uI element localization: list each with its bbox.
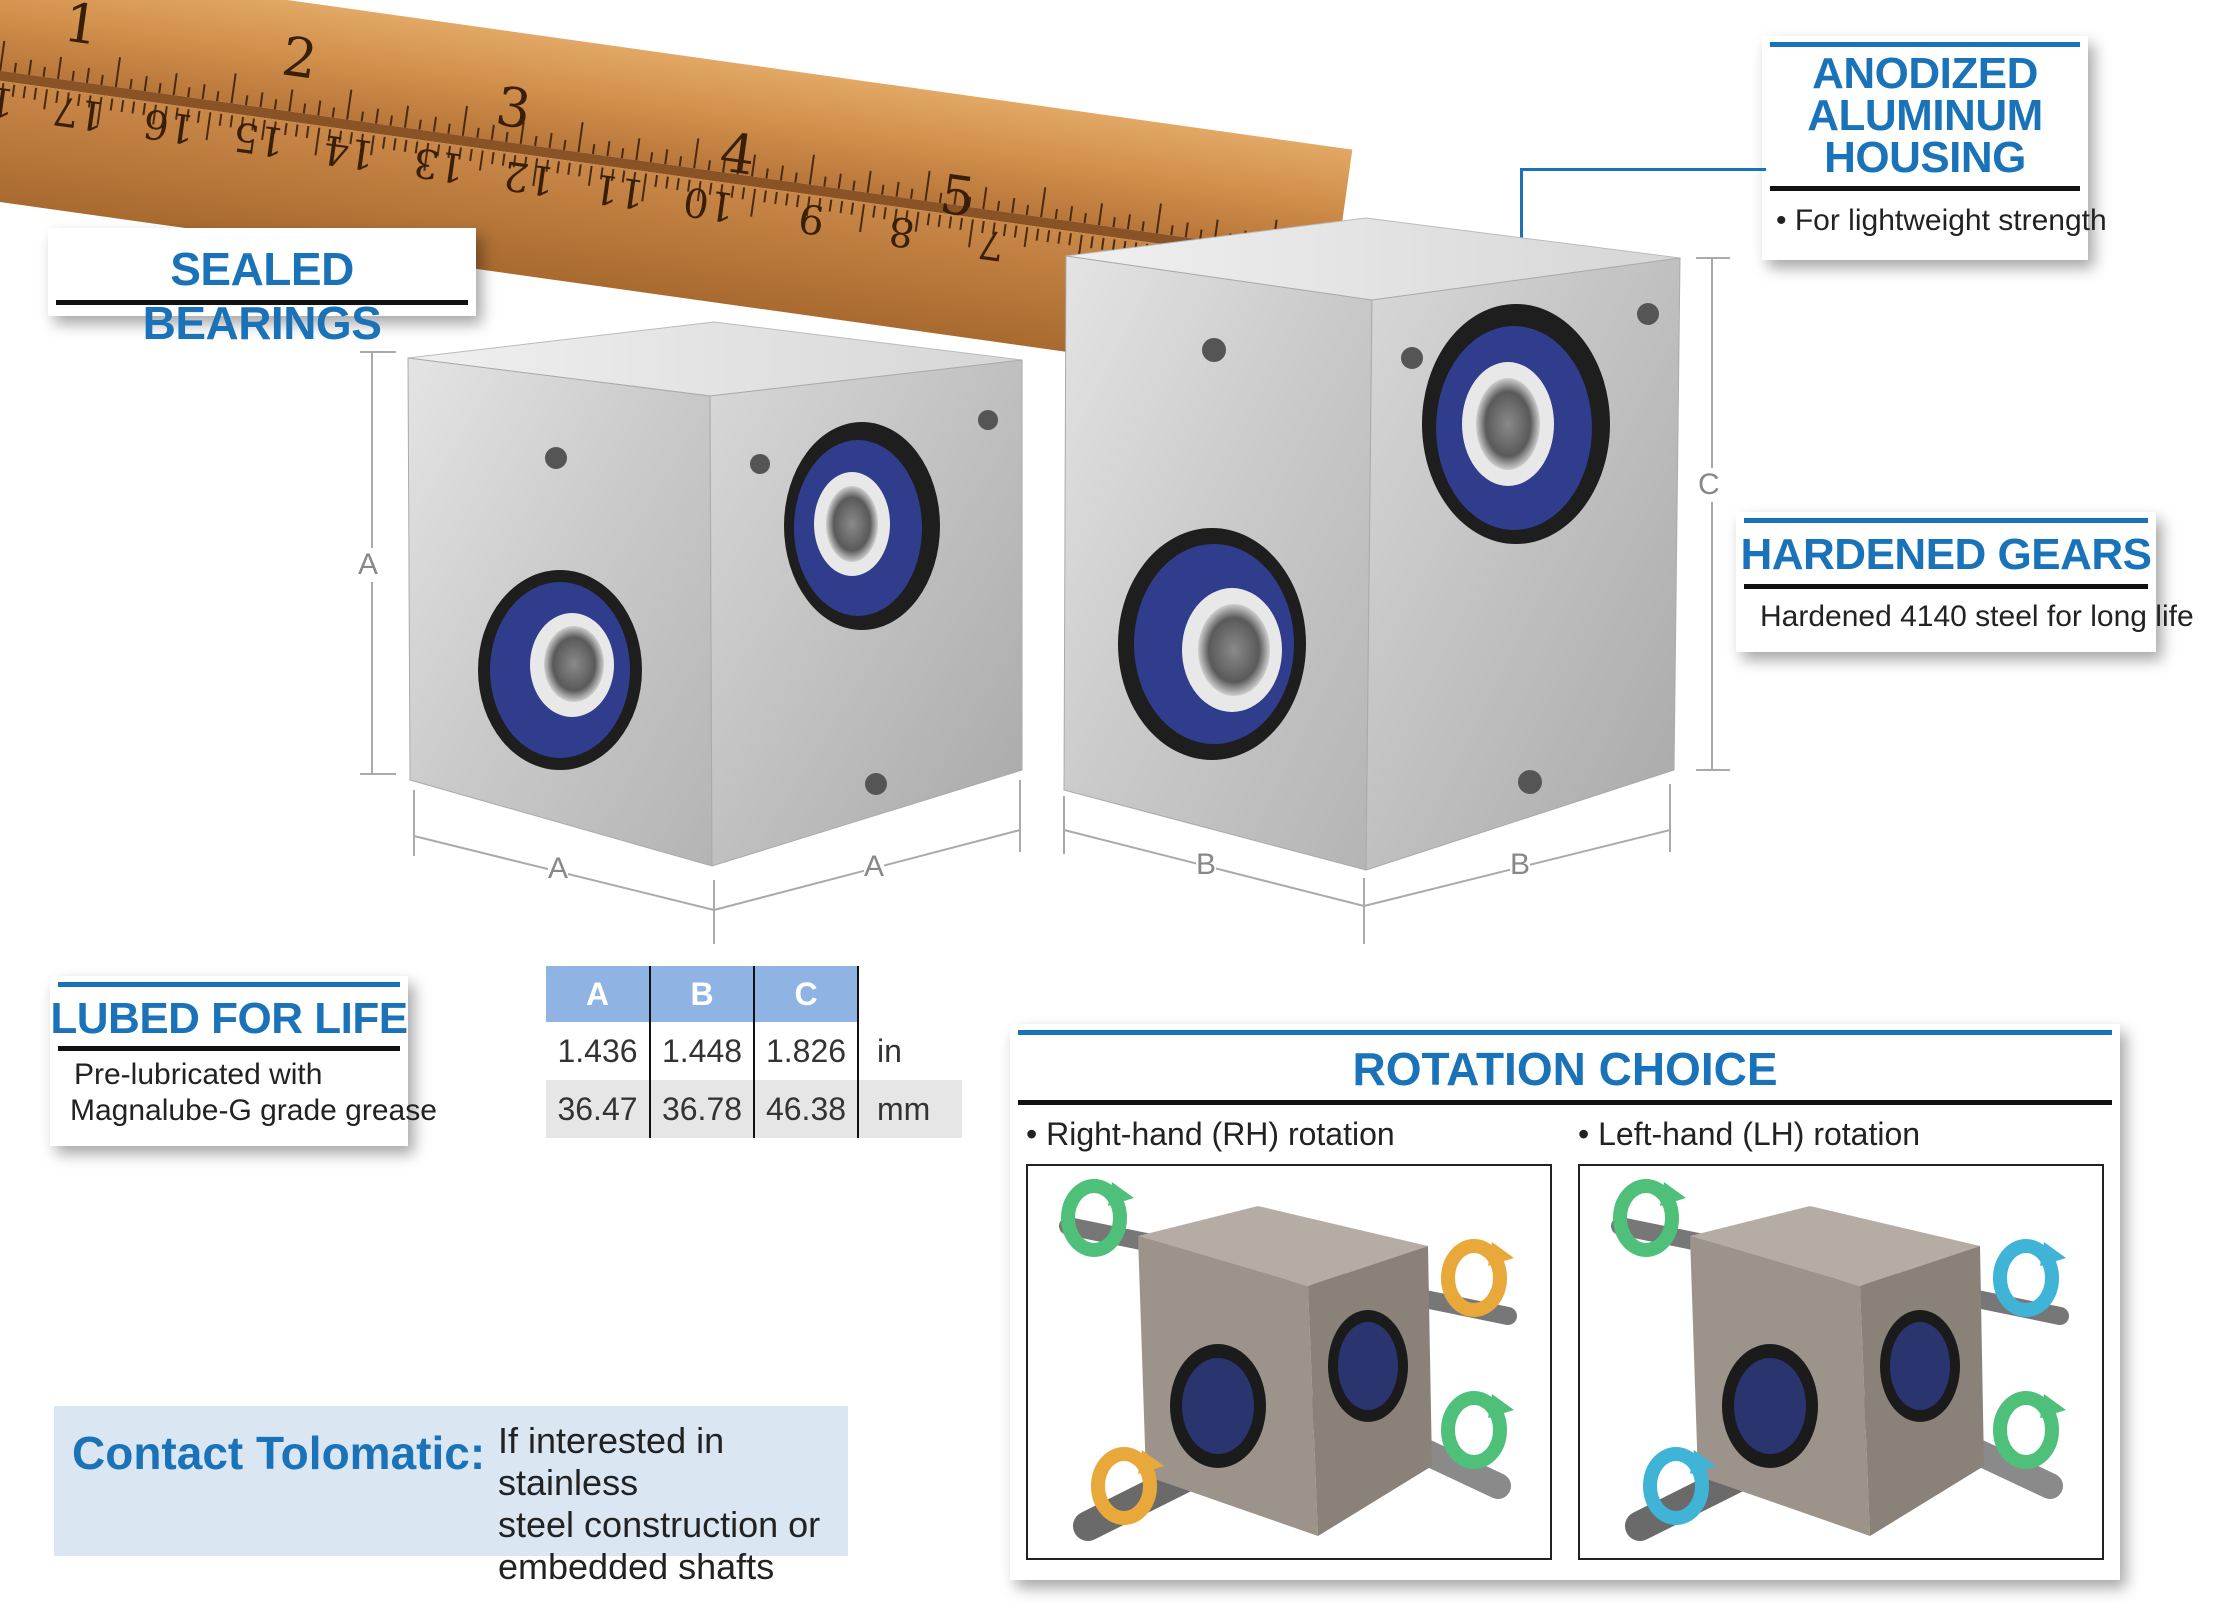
rotation-arrowhead-icon [1690, 1450, 1716, 1474]
bullet-dot: • [1026, 1116, 1047, 1152]
bearing-side-seal [1890, 1322, 1950, 1410]
lh-gearbox-illustration [1611, 1179, 2069, 1541]
rotation-arrowhead-icon [2040, 1394, 2066, 1418]
bullet-dot: • [1776, 204, 1795, 237]
anodized-housing-callout: ANODIZED ALUMINUM HOUSING • For lightwei… [1762, 36, 2107, 260]
rotation-arrowhead-icon [2040, 1242, 2066, 1266]
rotation-arrowhead-icon [1108, 1182, 1134, 1206]
dimension-table: A B C 1.436 1.448 1.826 in 36.47 36.78 4… [546, 966, 962, 1138]
ruler-cm-label: 12 [501, 151, 558, 204]
dimension-table-header: A B C [546, 966, 962, 1022]
rotation-arrowhead-icon [1488, 1242, 1514, 1266]
rotation-option-lh: • Left-hand (LH) rotation [1578, 1116, 1921, 1152]
unit-mm: mm [858, 1080, 962, 1138]
rotation-choice-panel: ROTATION CHOICE • Right-hand (RH) rotati… [1010, 1024, 2120, 1580]
ruler-cm-label: 17 [51, 86, 108, 139]
lh-rotation-image [1578, 1164, 2104, 1560]
table-row-mm: 36.47 36.78 46.38 mm [546, 1080, 962, 1138]
rotation-arrowhead-icon [1138, 1450, 1164, 1474]
ruler-cm-label: 16 [141, 99, 198, 152]
gearbox-product-illustration [360, 217, 1730, 944]
ruler-cm-label: 15 [231, 112, 288, 165]
rotation-arrow-icon [1441, 1239, 1507, 1317]
contact-title: Contact Tolomatic: [72, 1427, 486, 1479]
header-b: B [650, 966, 755, 1022]
anodized-bullet: • For lightweight strength [1776, 204, 2107, 237]
dim-label-c-height: C [1698, 468, 1720, 502]
hardened-gears-body: Hardened 4140 steel for long life [1760, 600, 2194, 633]
rotation-title: ROTATION CHOICE [1352, 1043, 1778, 1095]
bearing-front-seal [1734, 1358, 1806, 1454]
anodized-leader-vertical [1520, 168, 1523, 244]
dim-label-a-height: A [358, 548, 379, 582]
lubed-for-life-callout: LUBED FOR LIFE Pre-lubricated with Magna… [50, 976, 437, 1146]
rotation-arrow-icon [1643, 1447, 1709, 1525]
cell-b-in: 1.448 [650, 1022, 755, 1080]
cell-a-in: 1.436 [546, 1022, 651, 1080]
rotation-arrowhead-icon [1660, 1182, 1686, 1206]
ruler-cm-label: 10 [681, 177, 738, 230]
anodized-title-line2: ALUMINUM [1807, 91, 2043, 140]
ruler-cm-label: 18 [0, 73, 17, 126]
contact-text-line3: embedded shafts [498, 1546, 775, 1587]
hardened-gears-callout: HARDENED GEARS Hardened 4140 steel for l… [1736, 512, 2194, 652]
contact-text: If interested in stainless steel constru… [498, 1420, 848, 1588]
rotation-option-rh: • Right-hand (RH) rotation [1026, 1116, 1395, 1152]
rh-rotation-image [1026, 1164, 1552, 1560]
hardened-gears-title: HARDENED GEARS [1740, 530, 2152, 579]
rotation-arrow-icon [1613, 1179, 1679, 1257]
cube-top [1138, 1206, 1428, 1286]
ruler-cm-label: 13 [411, 138, 468, 191]
cell-a-mm: 36.47 [546, 1080, 651, 1138]
sealed-bearings-title: SEALED BEARINGS [142, 243, 382, 349]
sealed-bearings-callout: SEALED BEARINGS [48, 228, 476, 349]
ruler-cm-label: 8 [886, 207, 918, 256]
dim-label-b-width1: B [1196, 848, 1217, 882]
large-gearbox [1063, 217, 1681, 871]
dim-label-a-width2: A [864, 850, 885, 884]
cube-top [1690, 1206, 1980, 1286]
ruler-cm-label: 11 [591, 164, 648, 217]
table-row-inches: 1.436 1.448 1.826 in [546, 1022, 962, 1080]
anodized-title-line3: HOUSING [1824, 133, 2026, 182]
header-a: A [546, 966, 651, 1022]
cell-c-mm: 46.38 [754, 1080, 859, 1138]
bearing-side-seal [1338, 1322, 1398, 1410]
rotation-arrow-icon [1441, 1391, 1507, 1469]
bearing-front-seal [1182, 1358, 1254, 1454]
header-c: C [754, 966, 859, 1022]
contact-box: Contact Tolomatic: If interested in stai… [54, 1406, 848, 1587]
cell-c-in: 1.826 [754, 1022, 859, 1080]
lubed-body-line2: Magnalube-G grade grease [70, 1094, 437, 1127]
rotation-arrow-icon [1061, 1179, 1127, 1257]
bullet-dot: • [1578, 1116, 1599, 1152]
rotation-arrowhead-icon [1488, 1394, 1514, 1418]
ruler-cm-label: 7 [976, 220, 1008, 269]
cell-b-mm: 36.78 [650, 1080, 755, 1138]
ruler-cm-label: 9 [796, 194, 828, 243]
contact-text-line1: If interested in stainless [498, 1420, 725, 1503]
rotation-arrow-icon [1993, 1239, 2059, 1317]
ruler-cm-label: 14 [321, 125, 378, 178]
rh-gearbox-illustration [1059, 1179, 1517, 1541]
unit-in: in [877, 1032, 902, 1069]
rotation-arrow-icon [1993, 1391, 2059, 1469]
contact-text-line2: steel construction or [498, 1504, 821, 1545]
dim-label-a-width1: A [548, 852, 569, 886]
lubed-title: LUBED FOR LIFE [50, 994, 408, 1043]
anodized-title-line1: ANODIZED [1812, 49, 2038, 98]
lubed-body-line1: Pre-lubricated with [74, 1058, 323, 1091]
small-gearbox [407, 321, 1023, 867]
anodized-leader [1520, 168, 1766, 171]
dim-label-b-width2: B [1510, 848, 1531, 882]
rotation-arrow-icon [1091, 1447, 1157, 1525]
